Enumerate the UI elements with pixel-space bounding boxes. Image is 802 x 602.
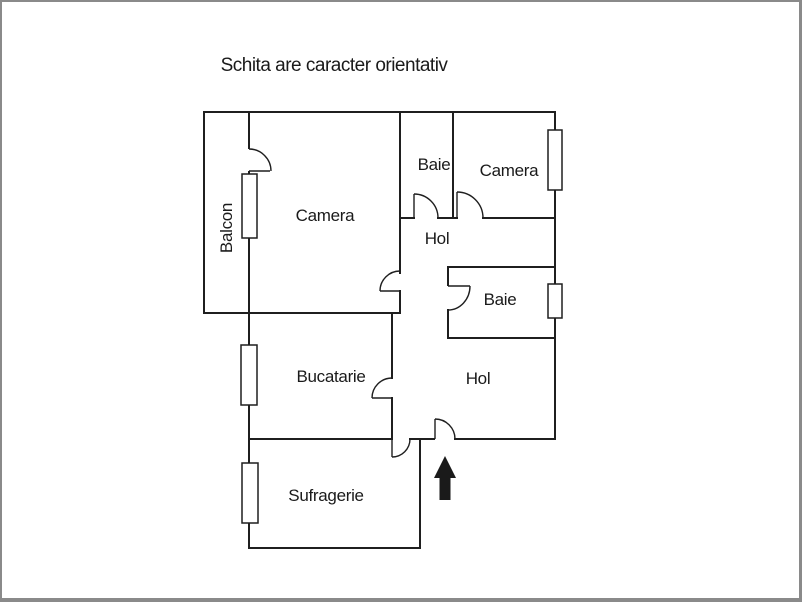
window (241, 173, 258, 239)
room-label-hol-jos: Hol (466, 369, 491, 388)
window (241, 462, 259, 524)
window (547, 283, 563, 319)
door-arcs (248, 148, 484, 458)
windows (240, 129, 563, 524)
room-label-baie-sus: Baie (418, 155, 451, 174)
door-leaves (249, 170, 470, 457)
plan-title: Schita are caracter orientativ (221, 55, 449, 76)
walls (203, 111, 556, 549)
entrance-arrow-icon (434, 456, 456, 500)
window (240, 344, 258, 406)
room-label-sufragerie: Sufragerie (288, 486, 363, 505)
room-label-camera-dreapta: Camera (480, 161, 540, 180)
room-label-camera-mare: Camera (296, 206, 356, 225)
room-label-hol-sus: Hol (425, 229, 450, 248)
room-label-baie-mijloc: Baie (484, 290, 517, 309)
window (547, 129, 563, 191)
room-label-bucatarie: Bucatarie (296, 367, 365, 386)
room-label-balcon: Balcon (217, 203, 236, 253)
